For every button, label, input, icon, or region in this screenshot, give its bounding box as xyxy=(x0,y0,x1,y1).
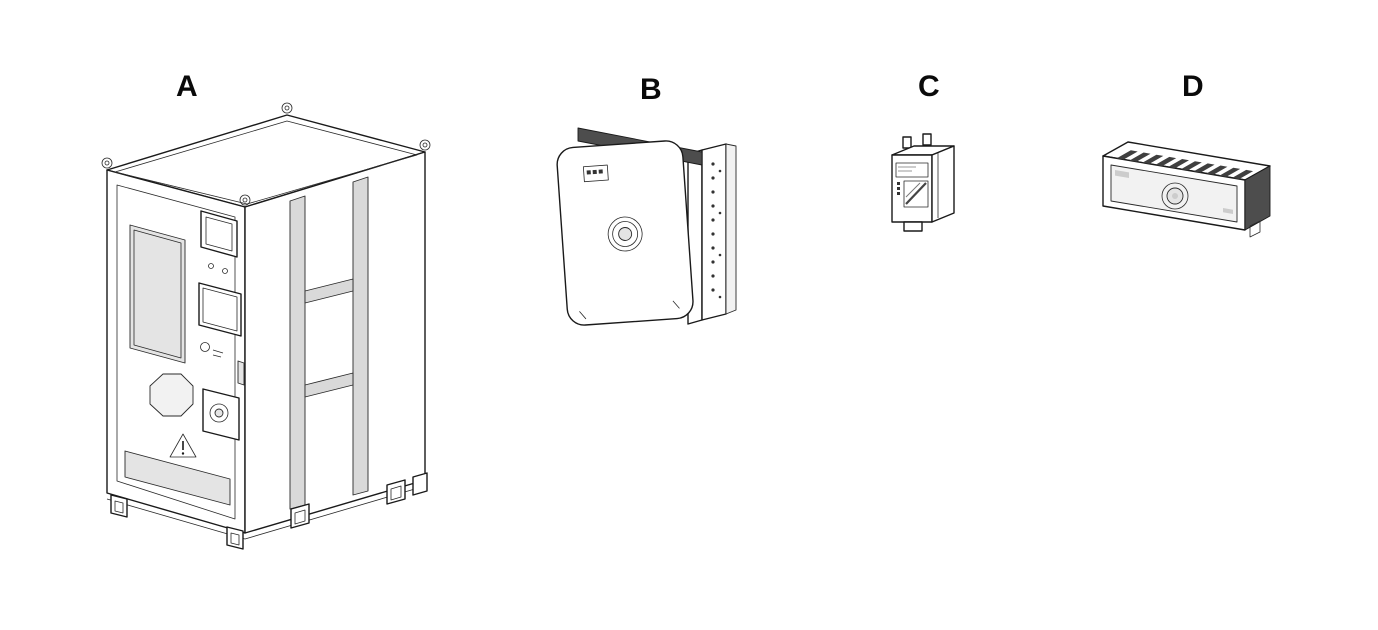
lifting-eyes xyxy=(101,102,431,206)
inverter-body xyxy=(556,140,694,326)
communication-device-illustration xyxy=(1102,141,1271,238)
battery-cabinet-illustration xyxy=(101,102,431,550)
front-marking xyxy=(1223,208,1233,214)
warning-triangle-icon xyxy=(169,433,197,458)
device-end-cap xyxy=(1244,165,1271,231)
fastener xyxy=(222,268,228,274)
din-foot xyxy=(903,221,923,232)
module-side-face xyxy=(931,145,955,223)
cabinet-side-face xyxy=(244,151,426,534)
status-leds xyxy=(897,182,900,195)
vent-strip xyxy=(124,450,231,506)
door-lock xyxy=(200,342,210,352)
cabinet-upper-panel xyxy=(200,210,238,258)
din-clip xyxy=(1249,220,1261,238)
device-body xyxy=(1102,141,1271,238)
octagon-emblem xyxy=(149,373,194,417)
part-label-b: B xyxy=(640,73,663,106)
center-button xyxy=(1161,182,1189,210)
cabinet-feet xyxy=(110,472,428,550)
part-label-d: D xyxy=(1182,70,1205,103)
label-strip xyxy=(237,360,245,386)
wall-mount-bracket xyxy=(687,143,737,325)
cabinet-mid-panel xyxy=(198,282,242,337)
bracket-screw-holes xyxy=(711,162,722,299)
module-label xyxy=(895,162,929,178)
side-rail xyxy=(352,176,369,496)
cabinet-display-window xyxy=(129,224,186,364)
part-label-a: A xyxy=(176,70,199,103)
cabinet-lid-rim xyxy=(114,120,418,205)
din-clip xyxy=(902,136,912,149)
rail-crossbar xyxy=(304,278,354,304)
cabinet-base-frame xyxy=(106,485,426,540)
rail-crossbar xyxy=(304,372,354,398)
module-body xyxy=(891,133,955,232)
din-module-illustration xyxy=(891,133,955,232)
connector xyxy=(209,403,229,423)
inverter-knob xyxy=(607,216,643,252)
cabinet-body xyxy=(101,102,431,550)
fastener xyxy=(208,263,214,269)
type-label xyxy=(582,164,609,183)
inverter-illustration xyxy=(556,127,737,326)
part-label-c: C xyxy=(918,70,941,103)
front-label xyxy=(1115,170,1129,178)
side-rail xyxy=(289,195,306,510)
bottom-tabs xyxy=(579,300,680,320)
cabinet-door xyxy=(116,184,236,520)
connector-block xyxy=(903,180,929,208)
vent-slots xyxy=(1116,150,1254,180)
din-clip xyxy=(922,133,932,146)
